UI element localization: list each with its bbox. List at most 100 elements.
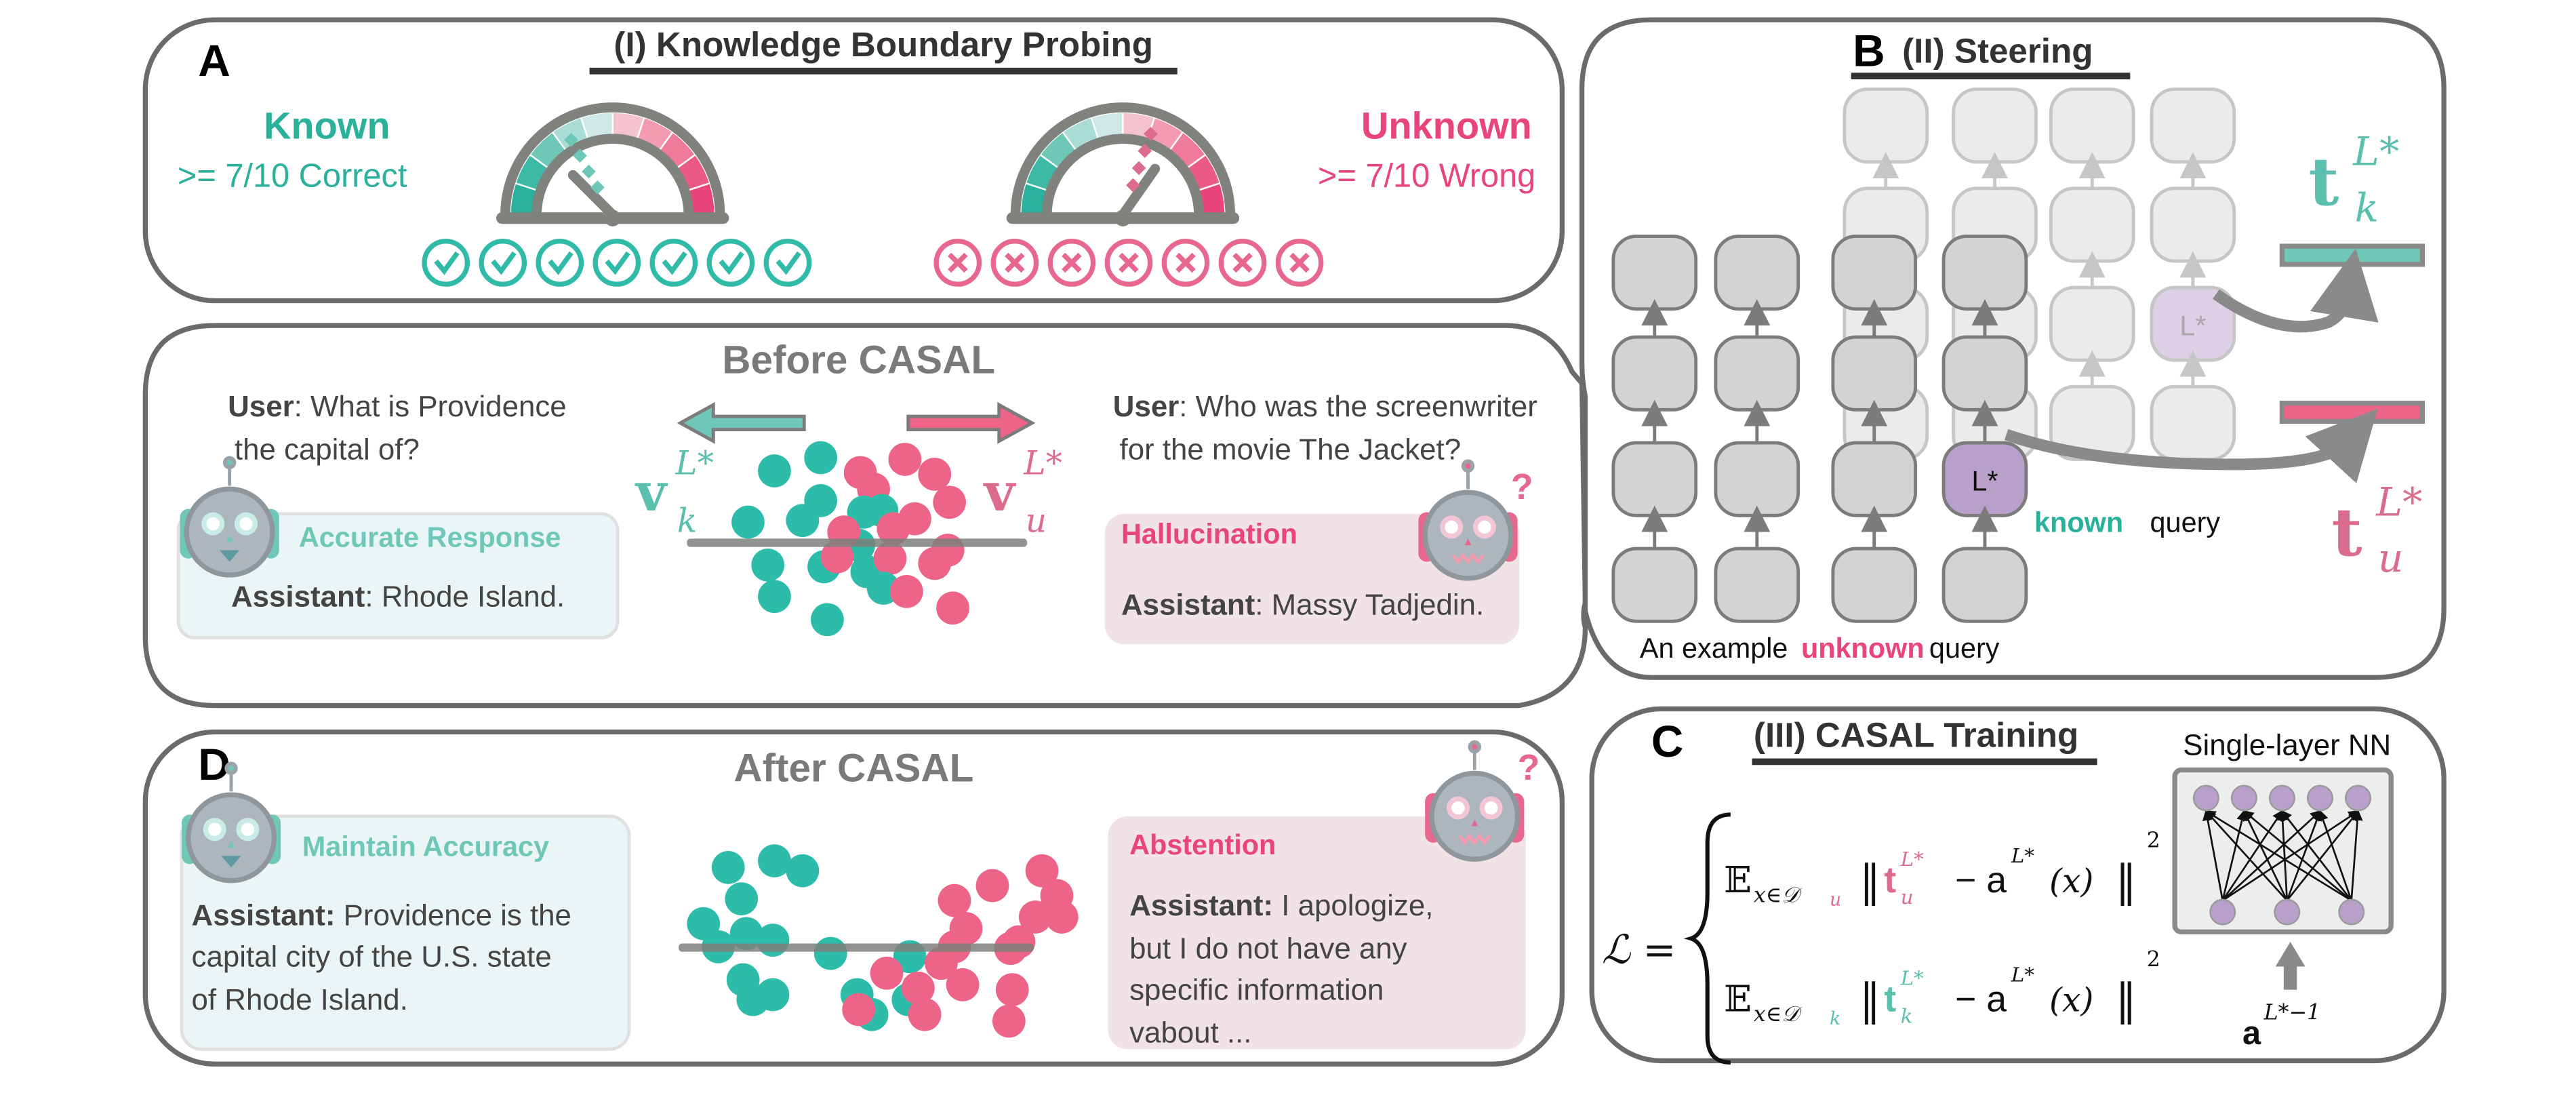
target-sub: u (1901, 886, 1914, 909)
panel-c-title: (III) CASAL Training (1754, 715, 2078, 754)
known-gauge-icon (496, 102, 729, 226)
assistant-answer: : Rhode Island. (365, 580, 565, 613)
known-point (758, 454, 791, 488)
robot-zigzag-mouth (1458, 833, 1491, 846)
confused-robot-icon: ? (1418, 459, 1533, 581)
expectation-sub: x∈𝒟 (1754, 1002, 1803, 1027)
decision-boundary-line (687, 538, 1028, 547)
user-label: User (1113, 390, 1179, 423)
vec-known-base: v (635, 462, 668, 523)
robot-nose (1464, 538, 1472, 546)
after-right-line1: Assistant: I apologize, (1129, 889, 1433, 922)
minus-a: − a (1955, 978, 2007, 1019)
transformer-block (1941, 547, 2028, 623)
unknown-point (975, 869, 1009, 902)
panel-letter-c: C (1651, 716, 1683, 766)
known-word: known (2034, 507, 2123, 538)
caption-pre: An example (1640, 633, 1788, 664)
nn-output-node (2192, 785, 2219, 812)
decision-boundary-line (679, 943, 1034, 952)
happy-robot-icon (181, 761, 281, 883)
vec-unknown-sub: u (1026, 502, 1047, 540)
norm-open: ‖ (1859, 974, 1881, 1025)
unknown-label: Unknown (1361, 104, 1532, 147)
transformer-block (2150, 186, 2236, 263)
nn-edge (2221, 810, 2283, 901)
known-point (786, 504, 820, 537)
x-circle-icon (1047, 239, 1096, 287)
assistant-answer: : Massy Tadjedin. (1255, 589, 1484, 622)
check-mark (662, 251, 687, 275)
nn-edge (2205, 810, 2352, 902)
transformer-block (2049, 87, 2135, 164)
robot-pupil (1484, 801, 1498, 815)
known-point (736, 982, 770, 1016)
x-mark (1289, 252, 1310, 273)
dataset-idx: k (1830, 1008, 1840, 1029)
robot-nose (1471, 819, 1478, 827)
x-mark (1232, 252, 1253, 273)
expectation-symbol: 𝔼 (1724, 858, 1752, 901)
transformer-block (1831, 235, 1918, 311)
transformer-block (2150, 87, 2236, 164)
transformer-block (2049, 186, 2135, 263)
check-circle-icon (422, 239, 470, 287)
activation-arg: (x) (2049, 862, 2093, 900)
extract-known-arrow-icon (2213, 248, 2379, 333)
robot-mouth (221, 856, 241, 868)
gauge-dotted-needle (564, 132, 578, 147)
query-word: query (2150, 507, 2221, 538)
known-point (786, 854, 820, 888)
unknown-point (933, 485, 966, 519)
norm-close: ‖ (2115, 974, 2137, 1025)
robot-pupil (206, 517, 220, 531)
check-row (422, 239, 812, 287)
accurate-response-title: Accurate Response (299, 522, 561, 553)
answer-line: I apologize, (1273, 889, 1433, 922)
known-point (751, 549, 785, 582)
robot-head (184, 486, 275, 578)
hallucination-title: Hallucination (1121, 519, 1297, 550)
hallucination-card (1104, 513, 1520, 645)
nn-output-node (2306, 785, 2333, 812)
accurate-response-card (176, 512, 620, 640)
answer-line: capital city of the U.S. state (192, 940, 552, 974)
x-circle-icon (990, 239, 1039, 287)
before-right-user: User: Who was the screenwriter (1113, 390, 1537, 423)
known-criterion: >= 7/10 Correct (178, 157, 407, 194)
x-mark (1119, 252, 1139, 273)
gauge-outer-rim (1010, 102, 1236, 215)
user-question-line2: the capital of? (235, 433, 420, 466)
icon-ring (422, 239, 470, 287)
gauge-inner-rim (531, 134, 694, 215)
robot-pupil (1451, 801, 1465, 815)
target-known-sub: k (2355, 185, 2379, 231)
happy-robot-icon (180, 456, 279, 578)
square: 2 (2147, 829, 2160, 853)
caption-unknown: unknown (1801, 633, 1925, 664)
gauge-hub (1114, 210, 1131, 226)
transformer-block (1611, 235, 1698, 311)
robot-antenna-light (1472, 744, 1478, 750)
activation-sup: L* (2011, 963, 2034, 986)
panel-c: C (III) CASAL Training Single-layer NN ℒ… (1589, 706, 2447, 1065)
unknown-criterion: >= 7/10 Wrong (1318, 157, 1535, 194)
target-known-base: t (2308, 142, 2339, 220)
robot-mouth (219, 550, 240, 562)
before-right-assistant: Assistant: Massy Tadjedin. (1121, 589, 1484, 622)
unknown-point (1018, 900, 1052, 934)
robot-nose (228, 841, 235, 848)
robot-head (1429, 770, 1521, 862)
icon-ring (649, 239, 698, 287)
robot-pupil (1445, 520, 1458, 534)
icon-ring (592, 239, 641, 287)
target-unknown-bar (2279, 400, 2426, 424)
transformer-block (1941, 335, 2028, 412)
target-sub: k (1901, 1004, 1913, 1027)
check-mark (491, 251, 517, 275)
unknown-point (1045, 900, 1079, 934)
gauge-outer-rim (500, 102, 725, 215)
gauge-needle (567, 170, 618, 220)
robot-head (1422, 490, 1514, 581)
